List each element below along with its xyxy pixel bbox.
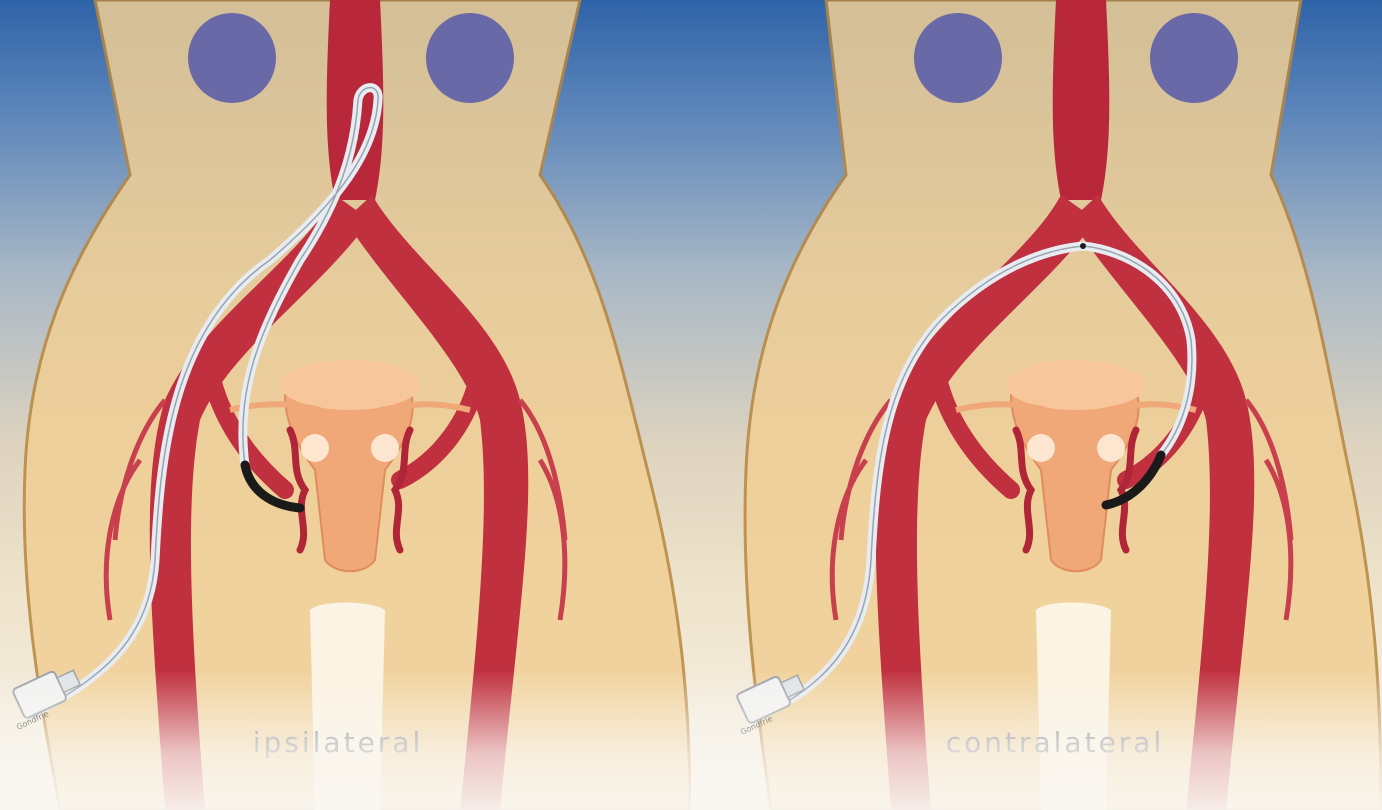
contralateral-caption: contralateral [935,726,1175,759]
ovary-left [301,434,329,462]
aorta [1053,0,1110,200]
ovary-right [1097,434,1125,462]
leg-gap [1036,603,1111,810]
kidney-left-icon [914,13,1002,103]
ipsilateral-diagram: Gondfrie [0,0,691,810]
ovary-left [1027,434,1055,462]
kidney-right-icon [426,13,514,103]
kidney-right-icon [1150,13,1238,103]
contralateral-panel: Gondfrie contralateral [691,0,1382,810]
uterus-fundus [280,360,420,410]
ipsilateral-panel: Gondfrie ipsilateral [0,0,691,810]
contralateral-diagram: Gondfrie [691,0,1382,810]
kidney-left-icon [188,13,276,103]
leg-gap [310,603,385,810]
ovary-right [371,434,399,462]
catheter-marker [1080,243,1086,249]
ipsilateral-caption: ipsilateral [218,726,458,759]
uterus-fundus [1006,360,1146,410]
